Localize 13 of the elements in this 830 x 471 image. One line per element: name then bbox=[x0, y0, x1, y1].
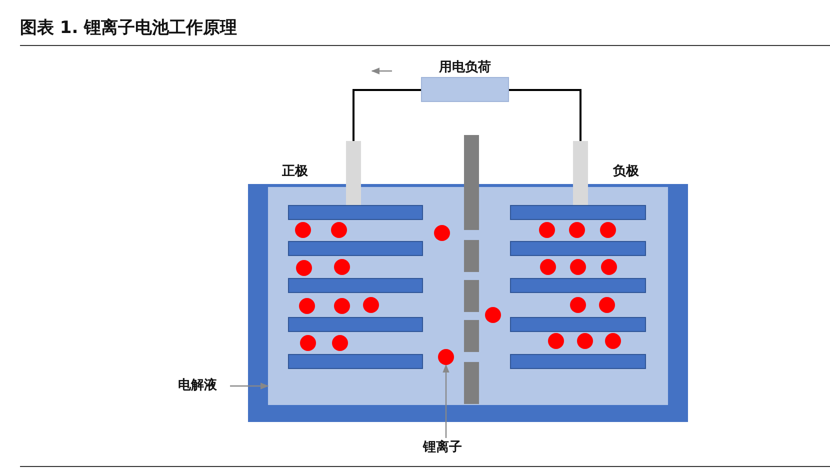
electrode-label: 正极 bbox=[282, 164, 308, 180]
callout-label: 电解液 bbox=[178, 378, 228, 394]
terminal-post bbox=[573, 141, 588, 205]
wire bbox=[509, 89, 582, 141]
callout-label: 锂离子 bbox=[423, 440, 473, 456]
figure-title: 图表 1. 锂离子电池工作原理 bbox=[20, 18, 238, 38]
electrode-label: 负极 bbox=[613, 164, 639, 180]
leader-line bbox=[442, 364, 450, 438]
leader-line bbox=[230, 382, 269, 390]
load-label: 用电负荷 bbox=[438, 60, 492, 76]
lithium-ion-dot bbox=[438, 349, 454, 365]
wire bbox=[352, 89, 421, 141]
terminal-post bbox=[346, 141, 361, 205]
